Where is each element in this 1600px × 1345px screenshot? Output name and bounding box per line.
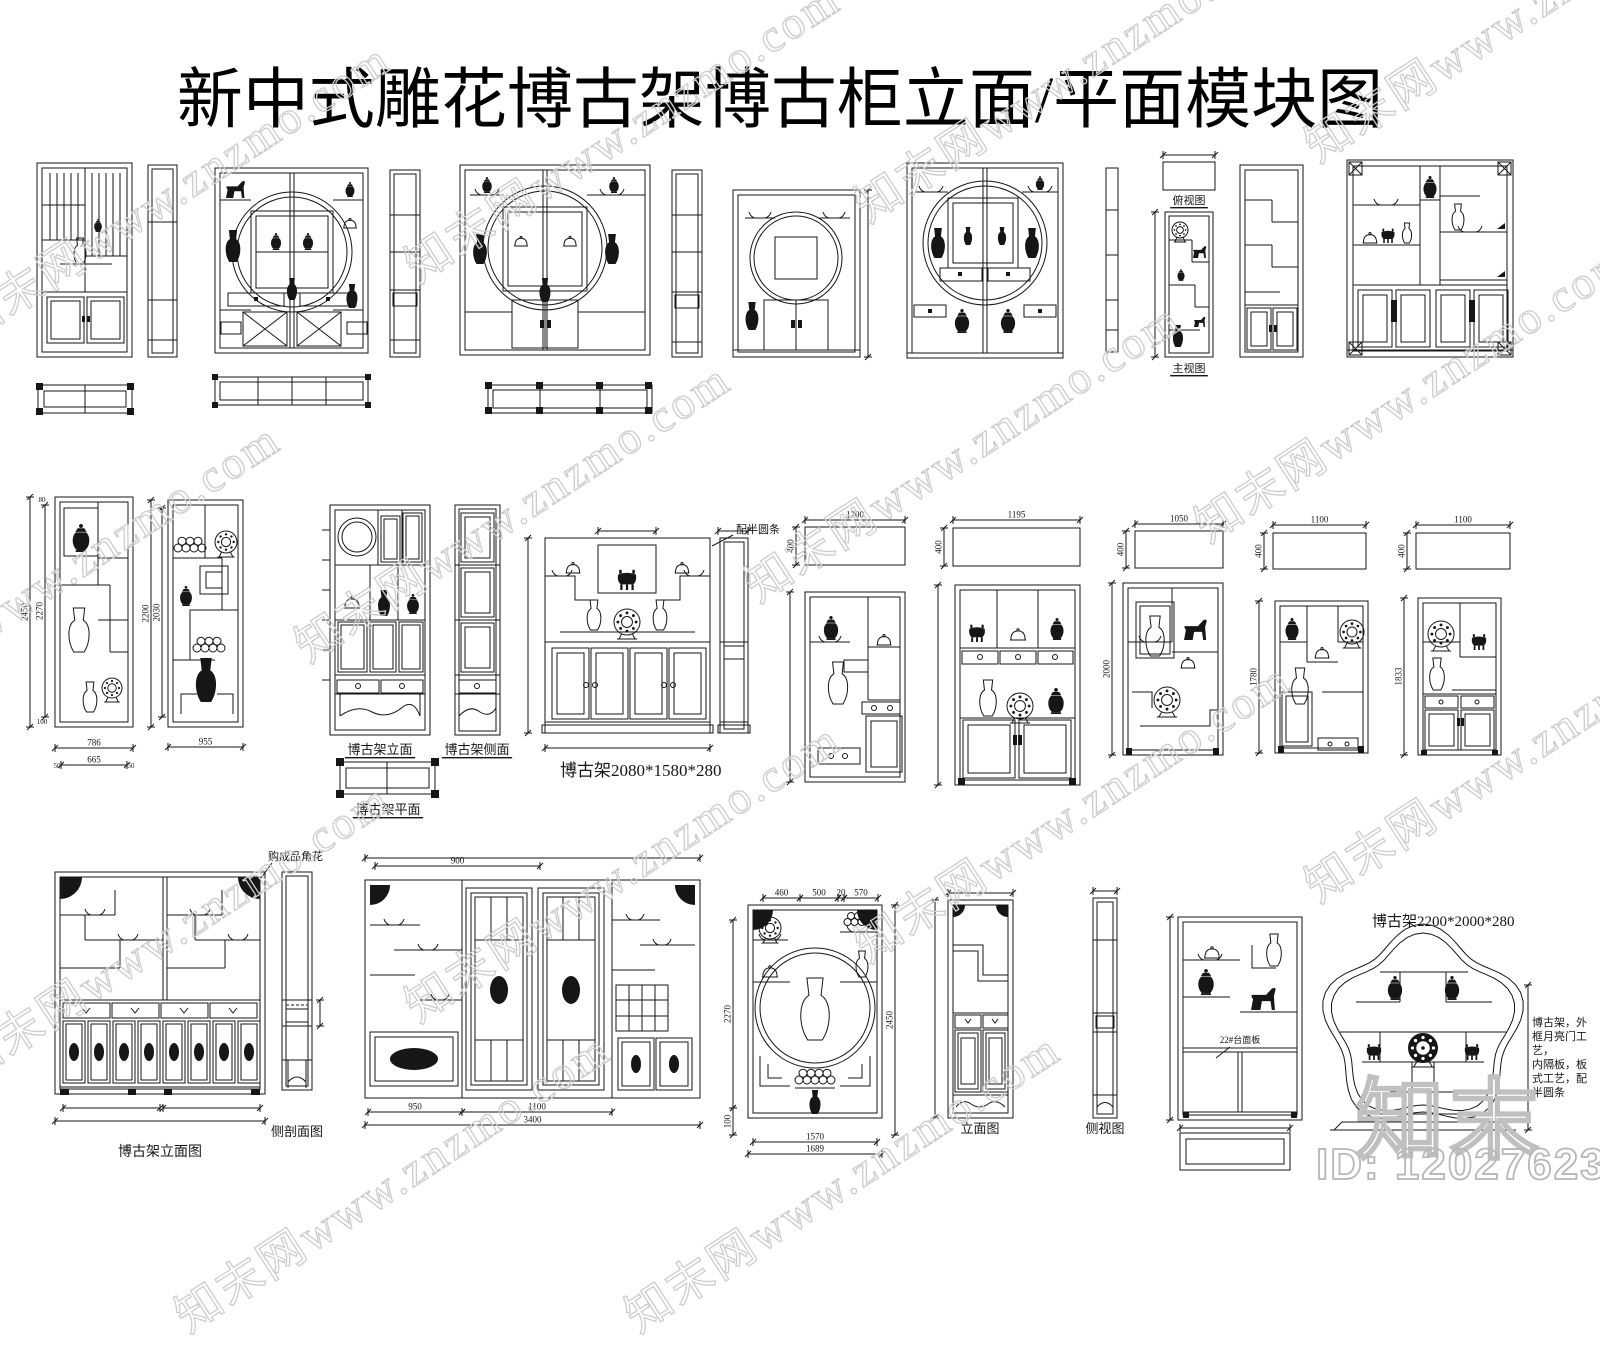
drawing-moon-single	[732, 186, 872, 361]
svg-text:2270: 2270	[723, 1005, 733, 1024]
svg-text:500: 500	[812, 888, 826, 898]
svg-text:侧剖面图: 侧剖面图	[271, 1124, 323, 1139]
svg-text:博古架平面: 博古架平面	[355, 802, 420, 817]
svg-text:50: 50	[54, 762, 62, 770]
svg-text:式工艺，配: 式工艺，配	[1532, 1072, 1587, 1085]
drawing-main-view-shelf: 主视图	[1151, 208, 1214, 377]
drawing-side-strip	[1105, 167, 1119, 353]
drawing-bogu-side: 博古架侧面	[441, 504, 513, 759]
drawing-cabinet-1100b: 1100 400 1833	[1394, 515, 1514, 759]
svg-text:955: 955	[199, 737, 213, 747]
svg-text:博古架2080*1580*280: 博古架2080*1580*280	[560, 761, 722, 780]
svg-text:侧视图: 侧视图	[1085, 1121, 1124, 1136]
svg-text:50: 50	[128, 762, 136, 770]
svg-text:1833: 1833	[1394, 667, 1404, 686]
svg-text:博古架立面: 博古架立面	[347, 742, 412, 757]
drawing-side-view-unit: 侧视图	[1085, 887, 1125, 1136]
svg-text:400: 400	[1397, 544, 1407, 558]
svg-text:半圆条: 半圆条	[1532, 1085, 1565, 1099]
svg-text:786: 786	[87, 738, 101, 748]
svg-text:900: 900	[451, 856, 465, 866]
drawing-cabinet-1195: 1195 400	[934, 510, 1084, 789]
drawing-moon-pair-a	[214, 167, 369, 354]
drawing-bogu-plan: 博古架平面	[336, 758, 439, 819]
svg-text:100: 100	[37, 718, 48, 726]
svg-text:博古架侧面: 博古架侧面	[444, 742, 509, 757]
drawing-side-section: 侧剖面图	[271, 871, 324, 1139]
svg-text:1050: 1050	[1170, 514, 1189, 524]
image-id-watermark: ID: 1202762387	[1315, 1139, 1600, 1190]
drawing-cabinet-1050: 1050 400 2000	[1102, 514, 1227, 759]
svg-text:950: 950	[408, 1102, 422, 1112]
drawing-moon-circle-cabinet: 460 500 20 570 2270 100 2450 1570 1689	[723, 888, 899, 1158]
drawing-cabinet-lattice	[36, 162, 133, 358]
drawing-moon-pair-a-plan	[212, 374, 371, 408]
svg-text:1570: 1570	[806, 1132, 825, 1142]
svg-text:1689: 1689	[806, 1144, 825, 1154]
drawing-large-display-cabinet	[1346, 159, 1514, 358]
drawing-shelf-unit-22: 22#台面板	[1166, 913, 1303, 1171]
drawing-moon-pair-b-plan	[485, 382, 653, 414]
svg-text:1100: 1100	[1454, 515, 1472, 525]
svg-text:665: 665	[87, 755, 101, 765]
svg-text:2030: 2030	[152, 603, 162, 622]
svg-text:570: 570	[854, 888, 868, 898]
drawing-cabinet-1200: 1200 400	[786, 510, 909, 786]
drawing-moon-pair-b	[459, 164, 651, 356]
drawing-bogu-elevation: 博古架立面	[322, 504, 431, 759]
svg-text:20: 20	[837, 888, 847, 898]
svg-text:80: 80	[39, 496, 47, 504]
drawing-cabinet-lattice-side	[147, 164, 178, 358]
svg-text:400: 400	[786, 539, 796, 553]
svg-text:2450: 2450	[885, 1011, 895, 1030]
svg-text:1200: 1200	[846, 510, 865, 520]
page-title: 新中式雕花博古架博古柜立面/平面模块图	[176, 64, 1384, 137]
svg-text:框月亮门工: 框月亮门工	[1532, 1029, 1587, 1043]
svg-text:400: 400	[1254, 544, 1264, 558]
svg-text:1780: 1780	[1249, 668, 1259, 687]
drawing-bogu-2080-side	[714, 527, 752, 734]
svg-text:艺，: 艺，	[1532, 1044, 1554, 1057]
svg-text:400: 400	[934, 540, 944, 554]
drawing-moon-pair-a-side	[389, 169, 421, 358]
svg-text:博古架2200*2000*280: 博古架2200*2000*280	[1372, 913, 1515, 930]
svg-text:博古架，外: 博古架，外	[1532, 1016, 1587, 1029]
drawing-tall-shelf-786: 2450 2270 80 100 786 665 50 50	[20, 493, 137, 770]
svg-text:2000: 2000	[1102, 660, 1112, 679]
svg-text:购成品角花: 购成品角花	[268, 849, 323, 863]
svg-text:400: 400	[1116, 542, 1126, 556]
svg-text:主视图: 主视图	[1173, 361, 1206, 375]
svg-text:2270: 2270	[35, 602, 45, 621]
svg-text:立面图: 立面图	[960, 1121, 999, 1136]
drawing-moon-pair-c	[906, 162, 1064, 359]
drawing-quatrefoil-shelf: 博古架2200*2000*280 博古架，外框月亮门工艺，内隔板，板式工艺，配半圆…	[1322, 913, 1587, 1134]
drawing-cabinet-1100a: 1100 400 1780	[1249, 515, 1370, 757]
svg-text:1100: 1100	[528, 1102, 546, 1112]
svg-text:460: 460	[775, 888, 789, 898]
svg-text:博古架立面图: 博古架立面图	[118, 1143, 202, 1160]
svg-text:2450: 2450	[20, 603, 30, 622]
svg-text:俯视图: 俯视图	[1173, 193, 1206, 207]
drawing-elevation-view-unit: 立面图	[931, 889, 1017, 1136]
svg-text:22#台面板: 22#台面板	[1220, 1034, 1261, 1045]
site-logo-watermark: 知末	[1355, 1070, 1545, 1172]
drawing-narrow-cabinet	[1239, 164, 1304, 358]
drawing-moon-pair-b-side	[671, 169, 703, 358]
svg-text:1195: 1195	[1008, 510, 1026, 520]
svg-text:100: 100	[723, 1114, 733, 1128]
svg-text:3400: 3400	[524, 1115, 543, 1125]
drawing-top-view-plan: 俯视图	[1159, 151, 1219, 209]
svg-text:1100: 1100	[1311, 515, 1329, 525]
drawing-cabinet-lattice-plan	[36, 383, 134, 415]
svg-text:配半圆条: 配半圆条	[736, 522, 780, 536]
drawing-lattice-wall-unit: 900 950 1100 3400	[361, 854, 704, 1129]
svg-text:2200: 2200	[141, 604, 151, 623]
svg-text:内隔板，板: 内隔板，板	[1532, 1057, 1587, 1071]
